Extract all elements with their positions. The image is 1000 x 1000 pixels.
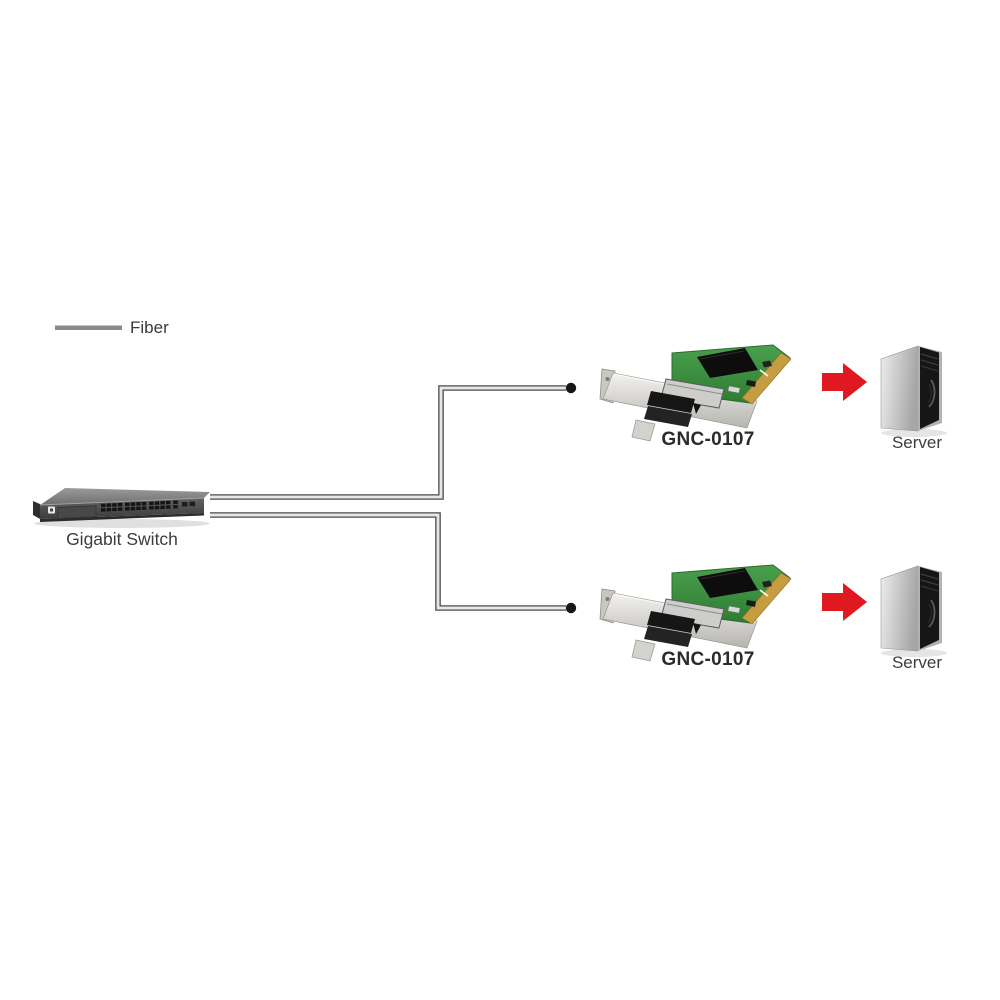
fiber-link-switch-to-nic1 bbox=[210, 382, 577, 500]
fiber-link-switch-to-nic2 bbox=[210, 512, 577, 614]
nic1-label: GNC-0107 bbox=[661, 429, 755, 450]
tower-server-icon-2 bbox=[880, 565, 948, 658]
switch-port-rows bbox=[100, 500, 180, 512]
arrow-nic2-to-server2 bbox=[822, 583, 867, 621]
legend-label-fiber: Fiber bbox=[130, 318, 169, 337]
tower-server-icon-1 bbox=[880, 345, 948, 438]
gigabit-switch-icon bbox=[33, 488, 210, 528]
fiber-endpoint-dot bbox=[565, 602, 577, 614]
server1-label: Server bbox=[891, 433, 943, 452]
nic2-label: GNC-0107 bbox=[661, 649, 755, 670]
switch-sfp-slot bbox=[189, 501, 195, 507]
fiber-pci-card-icon-2 bbox=[599, 564, 792, 662]
gigabit-switch-label: Gigabit Switch bbox=[66, 529, 178, 549]
fiber-pci-card-icon-1 bbox=[599, 344, 792, 442]
server2-label: Server bbox=[891, 653, 943, 672]
switch-sfp-slot bbox=[182, 502, 188, 507]
fiber-endpoint-dot bbox=[565, 382, 577, 394]
arrow-nic1-to-server1 bbox=[822, 363, 867, 401]
fiber-legend-line bbox=[55, 325, 122, 330]
